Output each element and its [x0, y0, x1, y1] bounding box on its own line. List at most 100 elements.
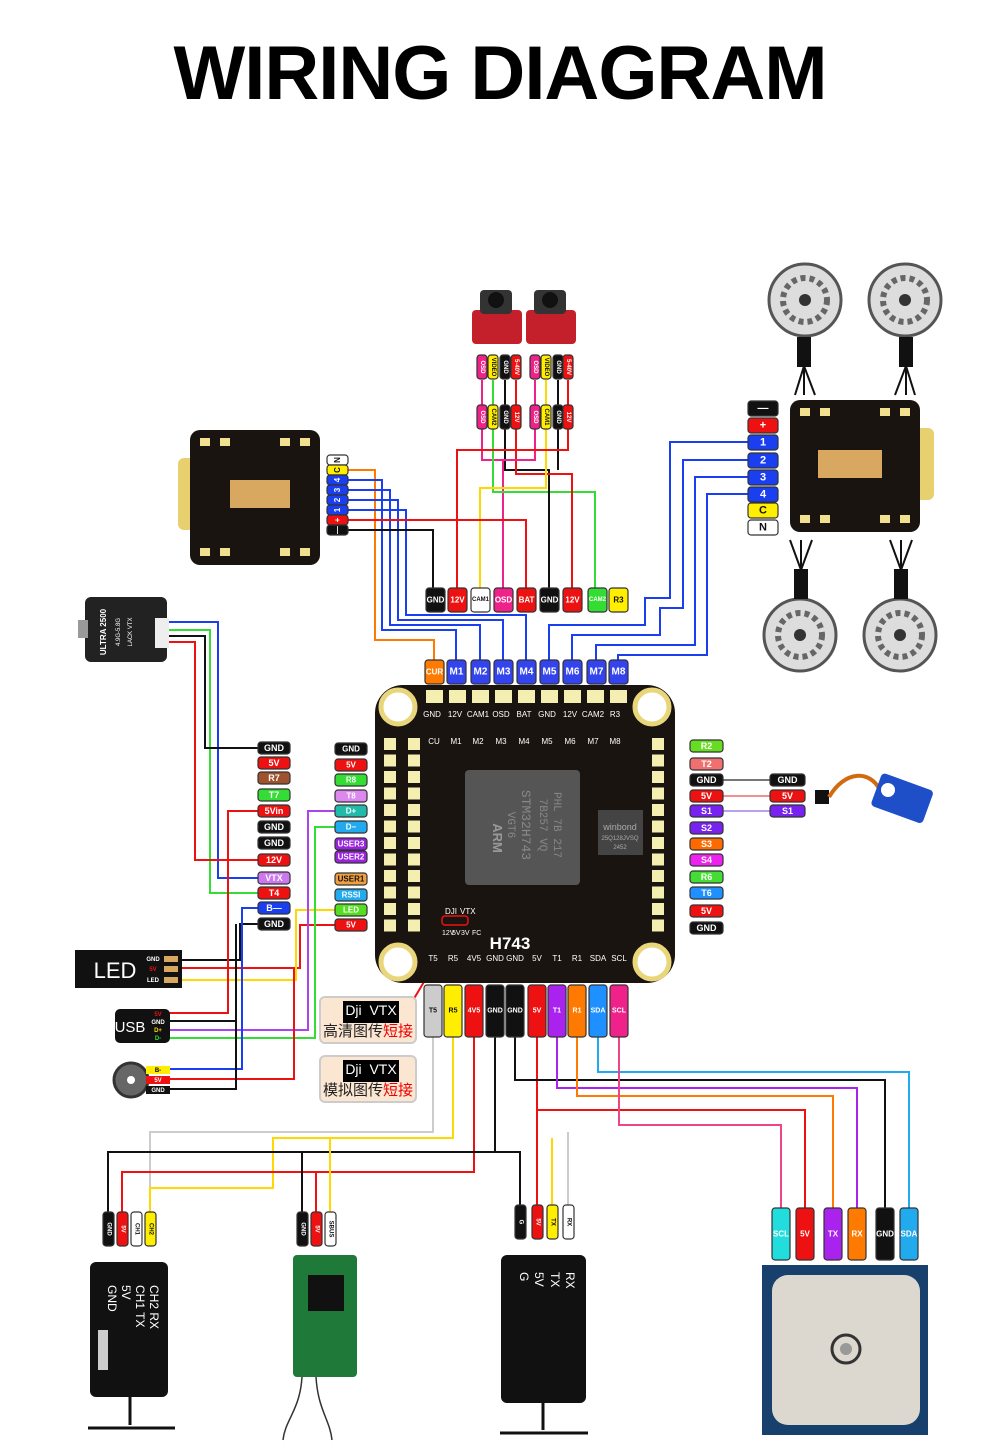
fc-solder-pad — [652, 804, 664, 816]
pad-label: VIDEO — [543, 358, 549, 377]
pad-label: GND — [555, 410, 561, 424]
right-pad-s4: S4 — [689, 853, 724, 867]
pad-label: T8 — [346, 792, 356, 801]
right-pad-gnd: GND — [689, 921, 724, 935]
pad-rect — [562, 587, 583, 613]
silk-label: M4 — [518, 737, 530, 746]
pad-label: R2 — [701, 741, 713, 751]
pad-label: CAM1 — [543, 408, 549, 426]
usb-pin: GND — [151, 1020, 165, 1026]
receiver-2 — [282, 1255, 357, 1441]
esc-left-pad-: — — [326, 524, 349, 536]
right-pad-5v: 5V — [689, 904, 724, 918]
fc-top-pad-gnd: GND — [539, 587, 560, 613]
arm-logo: ARM — [490, 823, 505, 853]
pad-rect — [823, 1207, 843, 1261]
fc-solder-pad — [449, 690, 466, 703]
pad-label: 1 — [333, 507, 342, 512]
motor-pad-m7: M7 — [586, 659, 607, 685]
pad-rect — [747, 400, 779, 417]
pad-rect — [257, 901, 291, 915]
left-inner-pad-gnd: GND — [334, 742, 368, 756]
fc-solder-pad — [652, 853, 664, 866]
bottom-pad-scl: SCL — [609, 984, 629, 1038]
pad-label: M6 — [566, 667, 580, 678]
pad-rect — [487, 404, 499, 430]
silk-label: SDA — [590, 954, 607, 963]
led-module: LED GND 5V LED — [75, 950, 182, 988]
left-inner-pad-t8: T8 — [334, 789, 368, 803]
pad-rect — [747, 434, 779, 451]
pad-label: OSD — [479, 410, 485, 424]
pad-label: T5 — [429, 1008, 437, 1015]
pad-rect — [447, 587, 468, 613]
pad-label: USER2 — [338, 853, 365, 862]
camera-pad-gnd: GND — [499, 404, 511, 430]
pad-label: CAM2 — [589, 597, 607, 603]
motor-pad-m5: M5 — [539, 659, 560, 685]
silk-label: T1 — [552, 954, 562, 963]
silk-label: 4V5 — [467, 954, 482, 963]
motor-pad-m1: M1 — [446, 659, 467, 685]
pad-rect — [514, 1204, 527, 1240]
fc-solder-pad — [652, 754, 664, 767]
left-outer-pad-vtx: VTX — [257, 871, 291, 885]
silk-label: R5 — [448, 954, 459, 963]
fc-solder-pad — [408, 787, 420, 800]
silk-label: GND — [486, 954, 504, 963]
pad-label: GND — [697, 775, 718, 785]
pad-label: 5V — [120, 1225, 126, 1232]
fc-name: H743 — [490, 934, 531, 953]
pad-label: 5V — [533, 1008, 542, 1015]
pad-rect — [875, 1207, 895, 1261]
pad-label: 3 — [333, 487, 342, 492]
esc-left-pad-1: 1 — [326, 504, 349, 516]
fc-solder-pad — [652, 837, 664, 849]
pad-label: OSD — [532, 410, 538, 424]
led-pin-led: LED — [147, 978, 160, 984]
camera-pad-cam2: CAM2 — [487, 404, 499, 430]
jumper-vtx-label: VTX — [460, 907, 476, 916]
pad-rect — [334, 804, 368, 818]
receiver-pad-5v: 5V — [310, 1211, 323, 1247]
pad-rect — [769, 789, 806, 803]
buzzer-pin: GND — [151, 1088, 165, 1094]
pad-rect — [516, 587, 537, 613]
pad-rect — [257, 917, 291, 931]
silk-label: T5 — [428, 954, 438, 963]
camera-pad-540v: 5-40V — [510, 354, 522, 380]
pad-rect — [516, 659, 537, 685]
silk-label: R3 — [610, 710, 621, 719]
esc-left-pad-4: 4 — [326, 474, 349, 486]
fc-top-pad-gnd: GND — [425, 587, 446, 613]
pad-label: SBUS — [328, 1221, 334, 1238]
silk-label: CAM2 — [582, 710, 605, 719]
pad-rect — [529, 354, 541, 380]
right-pad-s3: S3 — [689, 837, 724, 851]
vtx-module: ULTRA 2500 4.9G-5.8G LACK VTX — [78, 597, 169, 662]
pad-label: 5V — [535, 1218, 541, 1225]
camera-pad-540v: 5-40V — [562, 354, 574, 380]
pad-label: 5V — [268, 758, 279, 768]
pad-rect — [257, 853, 291, 867]
right-pad-t6: T6 — [689, 886, 724, 900]
silk-label: CU — [428, 737, 440, 746]
pad-label: CH1 — [134, 1223, 140, 1236]
pad-rect — [257, 820, 291, 834]
motor-pad-m2: M2 — [470, 659, 491, 685]
fc-top-pad-bat: BAT — [516, 587, 537, 613]
bottom-pad-gnd: GND — [505, 984, 525, 1038]
pad-label: C — [759, 505, 767, 517]
silk-label: M7 — [587, 737, 599, 746]
pad-label: 12V — [513, 412, 519, 423]
pad-rect — [540, 354, 552, 380]
fc-solder-pad — [384, 853, 396, 866]
pad-label: M5 — [543, 667, 557, 678]
camera-pad-gnd: GND — [552, 354, 564, 380]
receiver-pad-gnd: GND — [296, 1211, 309, 1247]
pad-label: GND — [502, 360, 508, 374]
fc-solder-pad — [384, 787, 396, 800]
pad-rect — [747, 519, 779, 536]
left-inner-pad-user2: USER2 — [334, 850, 368, 864]
